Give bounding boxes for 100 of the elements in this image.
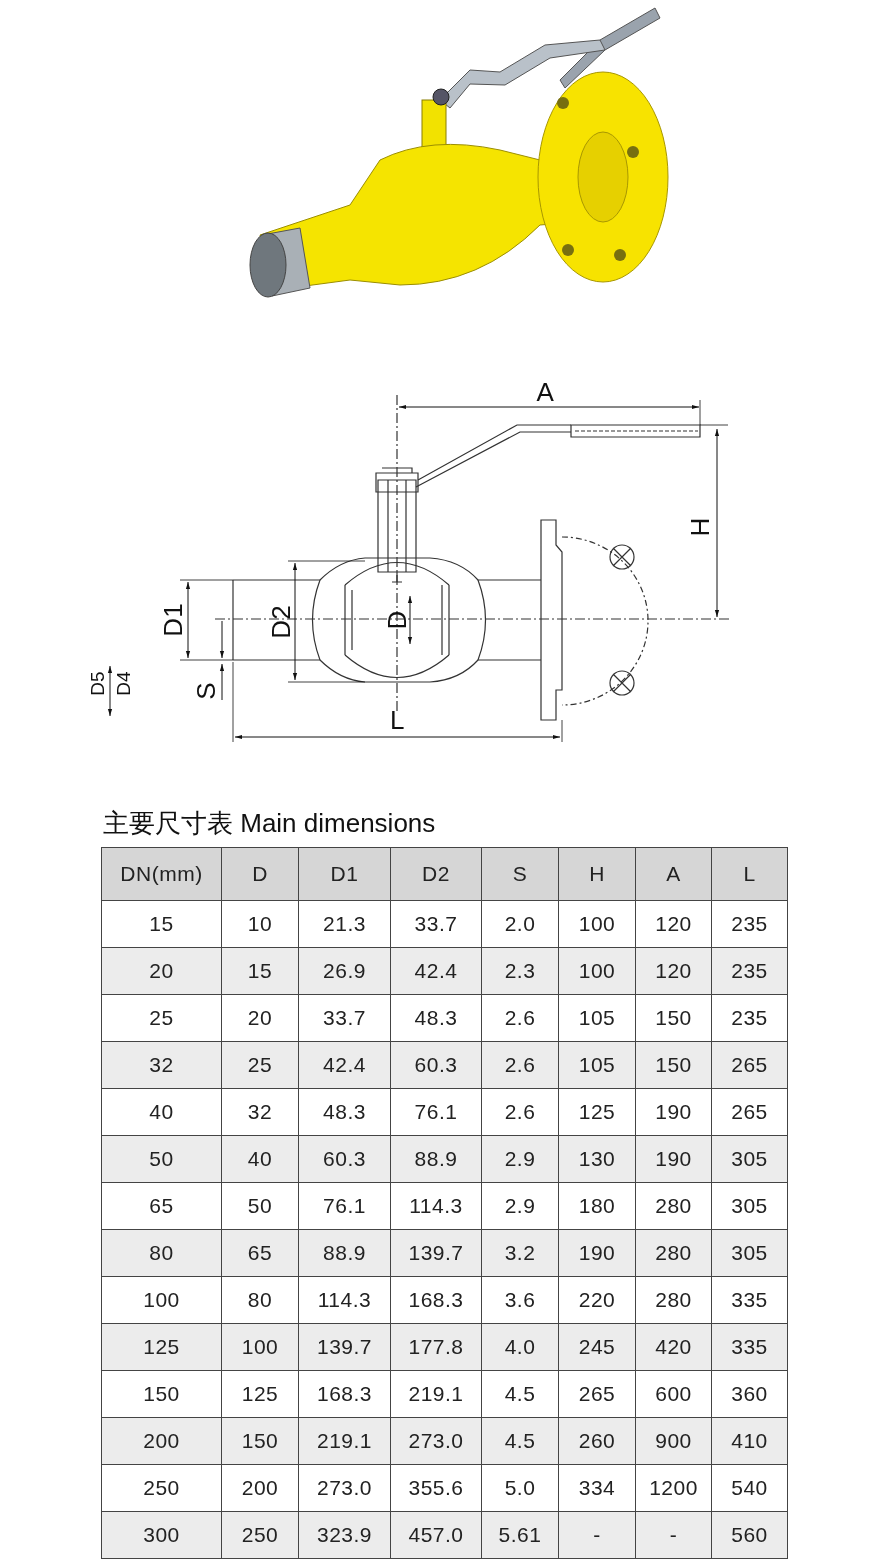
- dimension-label: D: [383, 610, 410, 630]
- dimension-label: D1: [159, 603, 186, 637]
- table-cell: 3.2: [481, 1229, 559, 1277]
- table-cell: 177.8: [390, 1323, 482, 1371]
- table-cell: 360: [711, 1370, 788, 1418]
- table-cell: 105: [558, 1041, 636, 1089]
- table-cell: 355.6: [390, 1464, 482, 1512]
- table-cell: 33.7: [298, 994, 391, 1042]
- table-cell: 305: [711, 1182, 788, 1230]
- table-cell: 40: [221, 1135, 299, 1183]
- table-cell: 265: [711, 1041, 788, 1089]
- table-cell: 100: [558, 947, 636, 995]
- table-cell: 139.7: [390, 1229, 482, 1277]
- table-cell: 190: [635, 1135, 712, 1183]
- table-cell: 280: [635, 1229, 712, 1277]
- header-cell: D2: [390, 847, 482, 901]
- table-cell: 3.6: [481, 1276, 559, 1324]
- table-cell: 48.3: [390, 994, 482, 1042]
- table-cell: 540: [711, 1464, 788, 1512]
- header-cell: A: [635, 847, 712, 901]
- table-cell: 88.9: [298, 1229, 391, 1277]
- header-cell: D: [221, 847, 299, 901]
- table-cell: 88.9: [390, 1135, 482, 1183]
- table-cell: 4.5: [481, 1417, 559, 1465]
- table-cell: 2.6: [481, 994, 559, 1042]
- dimension-label: L: [390, 707, 405, 733]
- table-cell: 190: [635, 1088, 712, 1136]
- table-cell: 200: [221, 1464, 299, 1512]
- table-cell: 60.3: [298, 1135, 391, 1183]
- table-cell: 76.1: [298, 1182, 391, 1230]
- table-cell: 305: [711, 1229, 788, 1277]
- table-cell: 1200: [635, 1464, 712, 1512]
- table-cell: 280: [635, 1182, 712, 1230]
- table-cell: 120: [635, 900, 712, 948]
- table-cell: 260: [558, 1417, 636, 1465]
- table-cell: 100: [101, 1276, 222, 1324]
- table-title: 主要尺寸表 Main dimensions: [103, 807, 436, 840]
- header-cell: S: [481, 847, 559, 901]
- table-cell: 180: [558, 1182, 636, 1230]
- table-cell: -: [635, 1511, 712, 1559]
- table-cell: 457.0: [390, 1511, 482, 1559]
- table-cell: 25: [101, 994, 222, 1042]
- table-cell: 265: [711, 1088, 788, 1136]
- dimension-label: D5: [87, 670, 107, 696]
- table-cell: 20: [101, 947, 222, 995]
- table-cell: 219.1: [298, 1417, 391, 1465]
- table-cell: 15: [101, 900, 222, 948]
- table-cell: 335: [711, 1323, 788, 1371]
- table-cell: 420: [635, 1323, 712, 1371]
- table-cell: 150: [635, 994, 712, 1042]
- table-cell: 410: [711, 1417, 788, 1465]
- table-cell: 114.3: [390, 1182, 482, 1230]
- table-cell: 33.7: [390, 900, 482, 948]
- header-cell: DN(mm): [101, 847, 222, 901]
- table-cell: 76.1: [390, 1088, 482, 1136]
- table-cell: 32: [221, 1088, 299, 1136]
- table-cell: 235: [711, 947, 788, 995]
- table-cell: 25: [221, 1041, 299, 1089]
- table-cell: 42.4: [390, 947, 482, 995]
- table-cell: 4.0: [481, 1323, 559, 1371]
- table-cell: 65: [101, 1182, 222, 1230]
- dimension-label: S: [192, 682, 219, 700]
- dimension-label: A: [536, 379, 554, 405]
- header-cell: L: [711, 847, 788, 901]
- dimension-label: D2: [267, 605, 294, 639]
- table-cell: 245: [558, 1323, 636, 1371]
- table-cell: 42.4: [298, 1041, 391, 1089]
- table-cell: 334: [558, 1464, 636, 1512]
- table-cell: 600: [635, 1370, 712, 1418]
- table-cell: 150: [635, 1041, 712, 1089]
- table-cell: 900: [635, 1417, 712, 1465]
- table-cell: 114.3: [298, 1276, 391, 1324]
- table-cell: 2.9: [481, 1135, 559, 1183]
- table-cell: 2.3: [481, 947, 559, 995]
- table-cell: 235: [711, 994, 788, 1042]
- header-cell: D1: [298, 847, 391, 901]
- table-cell: 2.9: [481, 1182, 559, 1230]
- table-cell: -: [558, 1511, 636, 1559]
- table-cell: 2.0: [481, 900, 559, 948]
- table-cell: 15: [221, 947, 299, 995]
- header-cell: H: [558, 847, 636, 901]
- table-cell: 273.0: [390, 1417, 482, 1465]
- table-cell: 32: [101, 1041, 222, 1089]
- table-cell: 273.0: [298, 1464, 391, 1512]
- table-cell: 335: [711, 1276, 788, 1324]
- table-cell: 120: [635, 947, 712, 995]
- table-cell: 125: [101, 1323, 222, 1371]
- table-cell: 48.3: [298, 1088, 391, 1136]
- table-cell: 100: [221, 1323, 299, 1371]
- table-cell: 50: [101, 1135, 222, 1183]
- table-cell: 2.6: [481, 1088, 559, 1136]
- table-cell: 235: [711, 900, 788, 948]
- dimension-label: H: [686, 517, 713, 537]
- table-cell: 125: [221, 1370, 299, 1418]
- table-cell: 20: [221, 994, 299, 1042]
- table-cell: 40: [101, 1088, 222, 1136]
- table-cell: 265: [558, 1370, 636, 1418]
- table-cell: 200: [101, 1417, 222, 1465]
- table-cell: 100: [558, 900, 636, 948]
- table-cell: 80: [221, 1276, 299, 1324]
